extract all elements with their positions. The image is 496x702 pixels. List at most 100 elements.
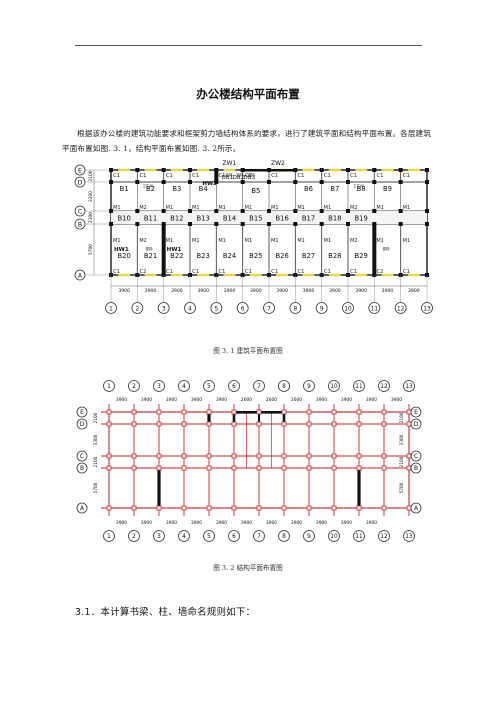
figure2-caption: 图 3. 2 结构平面布置图 [213,564,283,572]
door-label: M1 [297,238,305,244]
dim-text: 3900 [116,397,127,403]
room-label: B15 [249,215,262,223]
door-label: M1 [376,238,384,244]
window-label: C1 [403,269,410,275]
room-label: B28 [328,252,341,260]
axis-number: 4 [182,384,186,390]
column [281,421,287,427]
axis-bubble [378,380,390,392]
window-label: C1 [219,269,226,275]
window-label: C1 [298,269,305,275]
door-label: M1 [166,205,174,211]
room-label: B20 [118,252,131,260]
axis-number: 10 [330,384,338,390]
shear-wall [357,468,361,508]
column [331,453,337,459]
axis-number: 3 [162,306,166,312]
axis-number: 1 [107,534,111,540]
axis-letter: D [414,421,419,428]
figure1-caption: 图 3. 1 建筑平面布置图 [213,347,283,355]
axis-bubble [253,530,265,542]
dim-text: 3900 [341,520,352,526]
column [231,505,237,511]
column [306,421,312,427]
shear-wall [242,169,296,172]
room-label: B27 [302,252,315,260]
dim-text: 3900 [197,288,209,294]
dim-text: 3900 [224,288,236,294]
room-label: B6 [304,185,313,193]
axis-bubble [153,380,165,392]
room-label: B14 [223,215,236,223]
dim-text: 3900 [366,397,377,403]
axis-bubble [410,462,422,474]
column [135,222,140,226]
dim-text: 3300 [93,434,98,445]
door-label: M1 [271,205,279,211]
axis-bubble [236,302,249,314]
column [181,421,187,427]
corridor [111,211,427,224]
door-label: M1 [324,238,332,244]
column [293,222,298,226]
window-label: C1 [377,173,384,179]
dim-text: 2100 [93,456,98,467]
axis-number: 2 [132,384,136,390]
shear-wall [214,170,219,182]
column [267,209,271,213]
column [281,505,287,511]
door-label: M1 [297,205,305,211]
room-label: B29 [355,252,368,260]
column [156,453,162,459]
axis-bubble [228,380,240,392]
axis-number: 4 [182,534,186,540]
small-label: 楼梯 [382,246,390,251]
shear-wall [161,224,166,275]
room-label: B17 [302,215,315,223]
dim-text: 3900 [391,397,402,403]
axis-letter: C [80,453,84,460]
window-label: C1 [245,173,252,179]
axis-bubble [353,380,365,392]
dim-text: 3900 [316,520,327,526]
column [356,409,362,415]
window-label: C1 [219,173,226,179]
door-label: M1 [324,205,332,211]
axis-number: 2 [135,306,139,312]
column [106,453,112,459]
axis-number: 7 [267,306,271,312]
column [425,168,429,172]
column [131,409,137,415]
small-label: 电梯 [225,172,233,177]
axis-letter: C [414,453,418,460]
axis-bubble [353,530,365,542]
column [188,209,192,213]
dim-text: 3900 [241,520,252,526]
column [372,180,377,184]
dim-text: 2600 [241,397,252,403]
column [356,421,362,427]
core-wall [282,412,286,424]
dim-text: 3900 [276,288,288,294]
column [381,409,387,415]
window-label: C1 [192,269,199,275]
column [181,409,187,415]
dim-text: 2100 [88,170,94,181]
axis-bubble [253,380,265,392]
column [131,453,137,459]
column [188,180,192,184]
room-label: B9 [383,185,392,193]
column [293,209,298,213]
room-label: B18 [328,215,341,223]
axis-number: 11 [371,306,379,312]
column [306,465,312,471]
dim-text: 3900 [141,397,152,403]
axis-number: 12 [397,306,405,312]
column [306,505,312,511]
column [406,409,412,415]
header-rule [75,45,422,46]
dim-text: 3900 [250,288,262,294]
dim-text: 3900 [382,288,394,294]
dim-text: 2100 [399,412,404,423]
axis-bubble [410,418,422,430]
